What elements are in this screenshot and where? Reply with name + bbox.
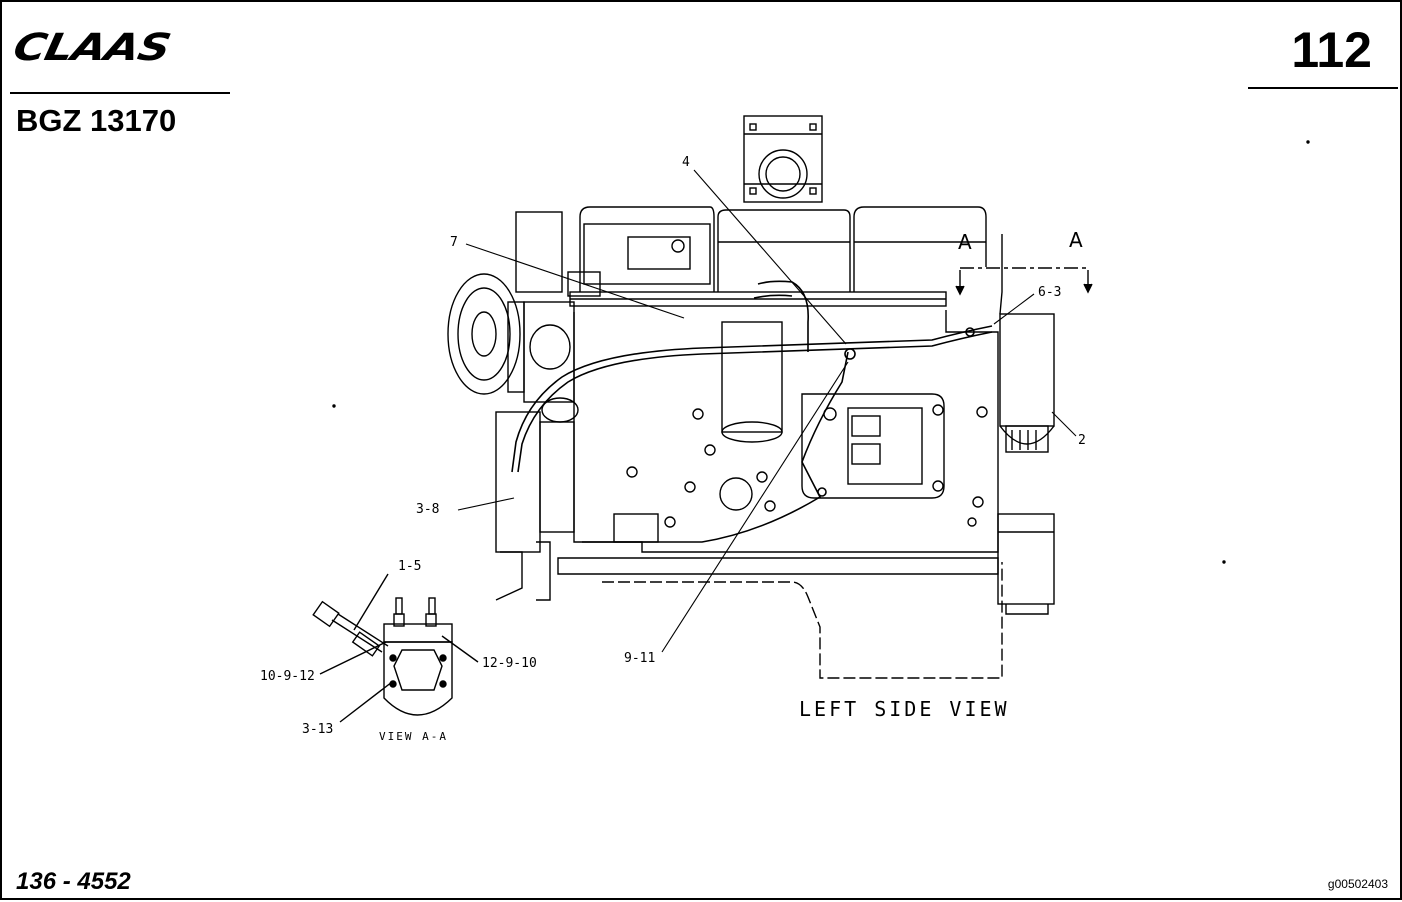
callout-3-13: 3-13 (302, 722, 333, 737)
ecm-module (801, 393, 945, 499)
callout-10-9-12: 10-9-12 (260, 669, 315, 684)
detail-view-label: VIEW A-A (379, 730, 448, 743)
document-code: BGZ 13170 (16, 103, 177, 138)
callout-7: 7 (450, 235, 458, 250)
section-letter-right: A (1069, 228, 1083, 252)
callout-3-8: 3-8 (416, 502, 439, 517)
section-marker-aa (955, 267, 1093, 296)
main-view-label: LEFT SIDE VIEW (799, 697, 1010, 721)
leader-lines (457, 169, 1077, 653)
front-pulley (447, 211, 601, 403)
callout-9-11: 9-11 (624, 651, 655, 666)
top-bracket (743, 115, 823, 203)
callout-6-3: 6-3 (1038, 285, 1061, 300)
callout-12-9-10: 12-9-10 (482, 656, 537, 671)
callouts: 4 7 6-3 2 3-8 9-11 1-5 10-9-12 12-9-10 3… (260, 155, 1086, 743)
part-number: 136 - 4552 (16, 868, 131, 895)
manifold (569, 291, 947, 307)
header-rule-right (1248, 87, 1398, 89)
fuel-filter (997, 234, 1055, 615)
fuel-lines (511, 280, 993, 543)
view-aa-detail (312, 573, 479, 723)
valve-cover (579, 206, 987, 292)
front-cover (495, 397, 579, 601)
drawing-id: g00502403 (1327, 877, 1388, 891)
callout-2: 2 (1078, 433, 1086, 448)
callout-4: 4 (682, 155, 690, 170)
page-number: 112 (1291, 22, 1372, 78)
header-rule-left (10, 92, 230, 94)
callout-1-5: 1-5 (398, 559, 421, 574)
section-letter-left: A (958, 230, 972, 254)
